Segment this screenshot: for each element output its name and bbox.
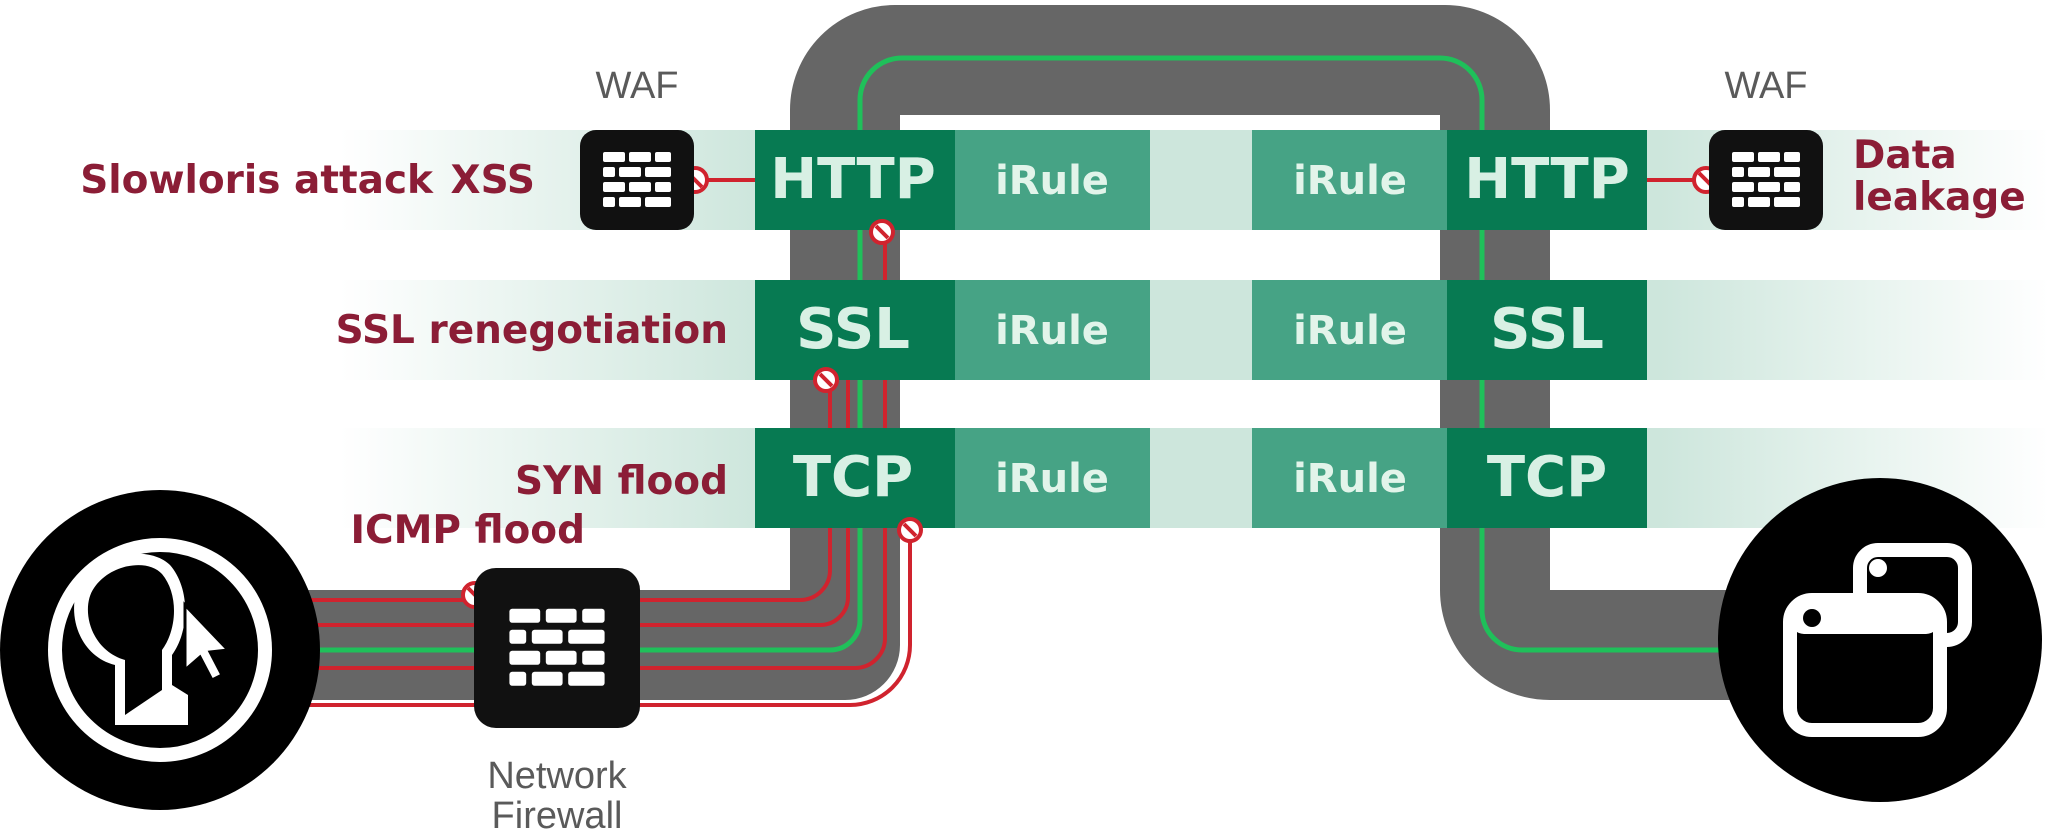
threat-xss: XSS: [451, 158, 536, 203]
threat-ssl-renegotiation: SSL renegotiation: [336, 308, 728, 353]
layer-ssl-left: SSL: [796, 297, 910, 362]
layer-http-right: HTTP: [1464, 147, 1630, 212]
layer-ssl-right: SSL: [1490, 297, 1604, 362]
network-firewall-label-line1: Network: [487, 755, 627, 797]
layer-tcp-right: TCP: [1487, 445, 1607, 510]
network-firewall-label-line2: Firewall: [492, 795, 623, 835]
waf-left-label: WAF: [595, 65, 678, 107]
waf-right-icon: [1709, 130, 1823, 230]
threat-data-leakage-line1: Data: [1853, 133, 1957, 178]
irule-label: iRule: [995, 158, 1109, 204]
right-layer-stack: [1252, 130, 1647, 528]
traffic-pipe: [260, 5, 1800, 707]
threat-syn-flood: SYN flood: [515, 459, 728, 504]
irule-label: iRule: [1293, 158, 1407, 204]
irule-label: iRule: [995, 308, 1109, 354]
threat-data-leakage-line2: leakage: [1853, 175, 2026, 220]
irule-label: iRule: [1293, 456, 1407, 502]
irule-label: iRule: [995, 456, 1109, 502]
threat-icmp-flood: ICMP flood: [350, 508, 585, 553]
layer-http-left: HTTP: [770, 147, 936, 212]
network-firewall-icon: [474, 568, 640, 728]
app-window-icon: [1718, 478, 2042, 802]
waf-left-icon: [580, 130, 694, 230]
threat-slowloris: Slowloris attack: [80, 158, 434, 203]
irule-label: iRule: [1293, 308, 1407, 354]
user-icon: [0, 490, 320, 810]
left-layer-stack: [755, 130, 1150, 528]
layer-tcp-left: TCP: [793, 445, 913, 510]
waf-right-label: WAF: [1724, 65, 1807, 107]
